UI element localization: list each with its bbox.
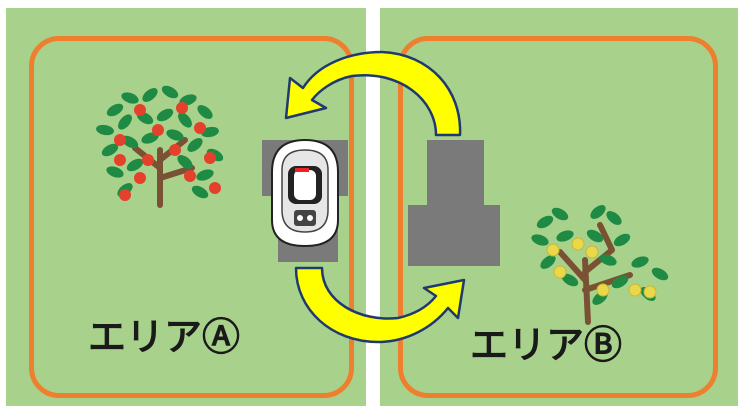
robot-mower-icon <box>272 140 338 246</box>
area-b-label: エリアⒷ <box>470 326 622 364</box>
apple-tree-icon <box>95 83 225 205</box>
charging-station-icon <box>408 140 500 266</box>
citrus-tree-icon <box>530 202 670 322</box>
curved-arrow-icon <box>296 268 464 342</box>
area-a-label: エリアⒶ <box>88 318 240 356</box>
curved-arrow-icon <box>286 52 460 135</box>
